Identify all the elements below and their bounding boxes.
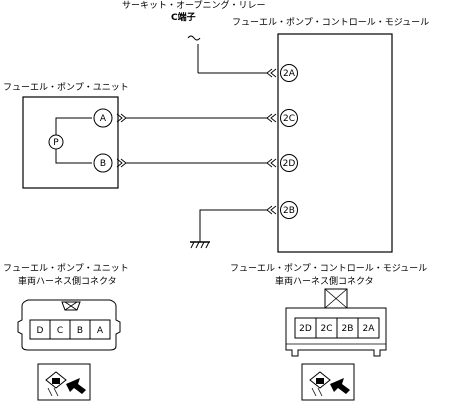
connector-view-icon xyxy=(301,363,355,401)
connector-arrow-icon xyxy=(266,68,277,78)
pump-connector-cell: D xyxy=(37,326,44,336)
pump-connector: D C B A xyxy=(17,299,121,351)
module-connector-cell: 2B xyxy=(342,324,354,334)
module-connector-cell: 2A xyxy=(363,324,376,334)
connector-arrow-icon xyxy=(266,205,277,215)
ground-wire xyxy=(199,209,268,242)
relay-terminal-label: C端子 xyxy=(171,11,196,23)
pump-connector-title: フューエル・ポンプ・ユニット xyxy=(3,263,129,274)
module-label: フューエル・ポンプ・コントロール・モジュール xyxy=(232,17,429,28)
ground-icon xyxy=(190,241,210,249)
module-connector-title: フューエル・ポンプ・コントロール・モジュール xyxy=(230,263,427,274)
module-connector: 2D 2C 2B 2A xyxy=(285,288,387,357)
module-connector-cell: 2C xyxy=(320,324,332,334)
pump-pin-a: A xyxy=(93,108,127,128)
module-box xyxy=(277,33,393,253)
module-pin-2a: 2A xyxy=(266,64,298,82)
pump-connector-cell: C xyxy=(57,326,63,336)
pump-connector-subtitle: 車両ハーネス側コネクタ xyxy=(18,275,117,287)
relay-tilde-symbol xyxy=(187,35,201,41)
connector-arrow-icon xyxy=(266,113,277,123)
relay-label: サーキット・オープニング・リレー xyxy=(122,0,265,11)
module-pin-2b: 2B xyxy=(266,201,298,219)
pump-pin-b: B xyxy=(93,153,127,173)
pump-box xyxy=(22,96,119,189)
pump-pin-label: B xyxy=(100,159,106,169)
connector-view-icon xyxy=(37,363,91,401)
module-pin-label: 2D xyxy=(283,159,296,169)
module-connector-cell: 2D xyxy=(299,324,312,334)
connector-arrow-icon xyxy=(266,158,277,168)
pump-pin-label: A xyxy=(100,114,107,124)
fuel-pump-motor-icon: P xyxy=(48,134,64,150)
pump-connector-cell: B xyxy=(77,326,83,336)
module-pin-label: 2B xyxy=(283,206,295,216)
pump-connector-cell: A xyxy=(97,326,104,336)
module-pin-2c: 2C xyxy=(266,109,298,127)
module-pin-label: 2C xyxy=(283,114,295,124)
module-connector-subtitle: 車両ハーネス側コネクタ xyxy=(275,275,374,287)
module-pin-label: 2A xyxy=(283,69,296,79)
pump-label: フューエル・ポンプ・ユニット xyxy=(3,82,129,93)
module-pin-2d: 2D xyxy=(266,154,298,172)
pump-motor-symbol: P xyxy=(53,138,59,148)
